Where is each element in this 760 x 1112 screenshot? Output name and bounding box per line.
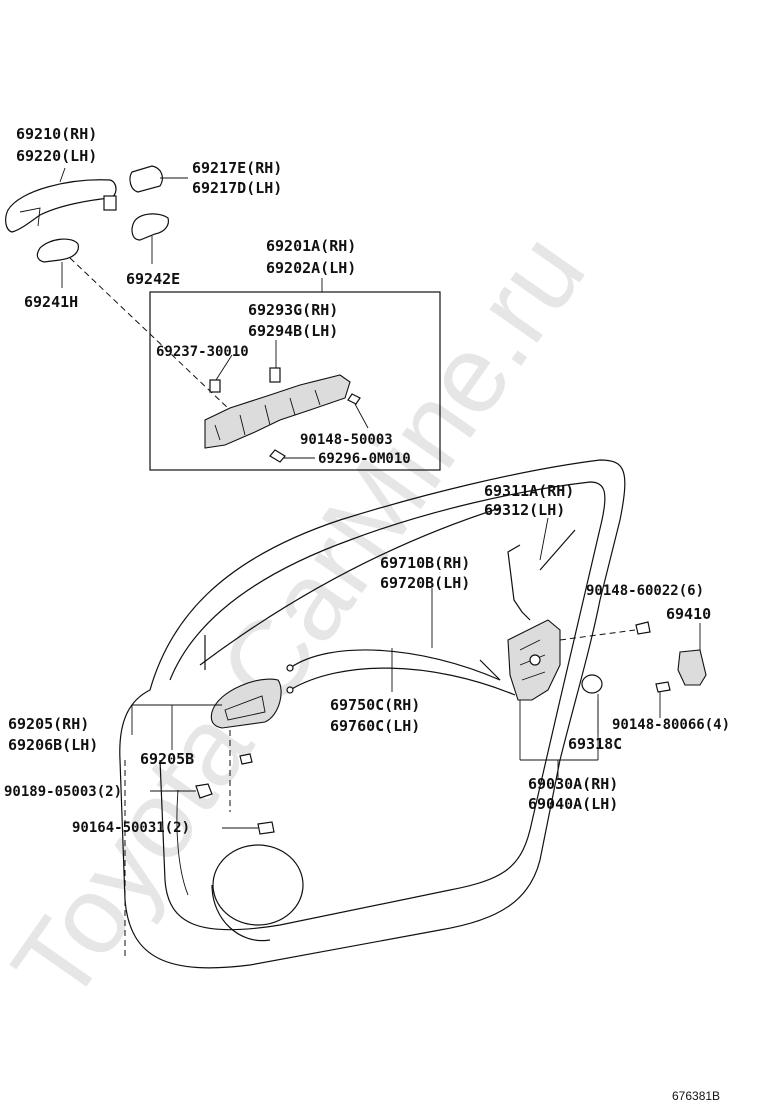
- label-69296-0m010: 69296-0M010: [318, 451, 411, 467]
- clip-90189: [195, 783, 213, 799]
- label-90189-05003: 90189-05003(2): [4, 784, 122, 800]
- reference-code: 676381B: [672, 1089, 720, 1103]
- screw-90164: [257, 821, 275, 835]
- cables-part: [286, 588, 516, 696]
- label-69311a-rh: 69311A(RH): [484, 482, 574, 500]
- label-69293g-rh: 69293G(RH): [248, 301, 338, 319]
- gasket-69242e-part: [131, 213, 170, 264]
- label-69410: 69410: [666, 605, 711, 623]
- cushion-part: [581, 674, 603, 735]
- label-90148-60022: 90148-60022(6): [586, 583, 704, 599]
- label-90148-50003: 90148-50003: [300, 432, 393, 448]
- label-69294b-lh: 69294B(LH): [248, 322, 338, 340]
- inside-handle-part: [131, 678, 282, 750]
- lock-part: [507, 619, 599, 778]
- label-69040a-lh: 69040A(LH): [528, 795, 618, 813]
- label-69205-rh: 69205(RH): [8, 715, 89, 733]
- frame-part: [204, 340, 369, 463]
- rod-part: [507, 517, 549, 621]
- label-69312-lh: 69312(LH): [484, 501, 565, 519]
- label-69750c-rh: 69750C(RH): [330, 696, 420, 714]
- leader-dashed-lock: [559, 629, 636, 641]
- label-69030a-rh: 69030A(RH): [528, 775, 618, 793]
- label-69205b: 69205B: [140, 750, 194, 768]
- label-69217e-rh: 69217E(RH): [192, 159, 282, 177]
- label-69242e: 69242E: [126, 270, 180, 288]
- label-69206b-lh: 69206B(LH): [8, 736, 98, 754]
- door-outline: [119, 459, 626, 969]
- label-90148-80066: 90148-80066(4): [612, 717, 730, 733]
- label-69710b-rh: 69710B(RH): [380, 554, 470, 572]
- label-69720b-lh: 69720B(LH): [380, 574, 470, 592]
- label-69241h: 69241H: [24, 293, 78, 311]
- label-69202a-lh: 69202A(LH): [266, 259, 356, 277]
- label-69318c: 69318C: [568, 735, 622, 753]
- outside-handle-part: [5, 167, 117, 233]
- label-90164-50031: 90164-50031(2): [72, 820, 190, 836]
- label-69210-rh: 69210(RH): [16, 125, 97, 143]
- label-69217d-lh: 69217D(LH): [192, 179, 282, 197]
- label-69237-30010: 69237-30010: [156, 344, 249, 360]
- gasket-69241h-part: [36, 238, 79, 288]
- label-69201a-rh: 69201A(RH): [266, 237, 356, 255]
- striker-part: [655, 623, 707, 718]
- label-69220-lh: 69220(LH): [16, 147, 97, 165]
- label-69760c-lh: 69760C(LH): [330, 717, 420, 735]
- screw-69205b: [239, 753, 253, 765]
- handle-cap-part: [129, 165, 188, 193]
- frame-box: [149, 291, 441, 471]
- bolt-60022: [635, 621, 651, 635]
